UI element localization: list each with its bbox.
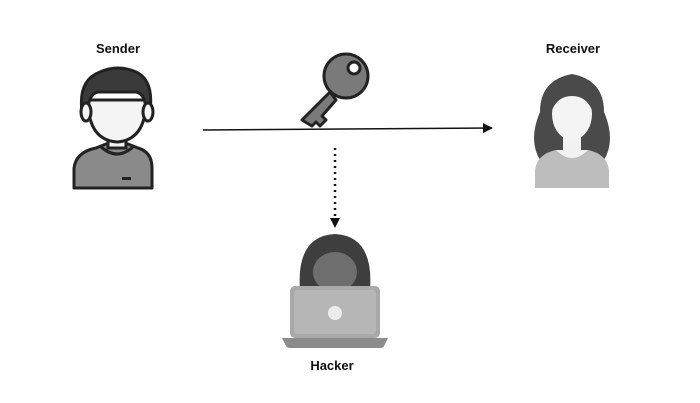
interception-arrow-head [330, 218, 340, 228]
hooded-hacker-laptop-icon [282, 234, 388, 348]
key-icon [300, 52, 370, 128]
receiver-label: Receiver [545, 41, 601, 56]
female-user-icon [534, 74, 610, 188]
message-flow-arrow [202, 123, 493, 134]
sender-label: Sender [95, 41, 141, 56]
hacker-label: Hacker [310, 358, 354, 373]
male-user-icon [72, 66, 155, 190]
